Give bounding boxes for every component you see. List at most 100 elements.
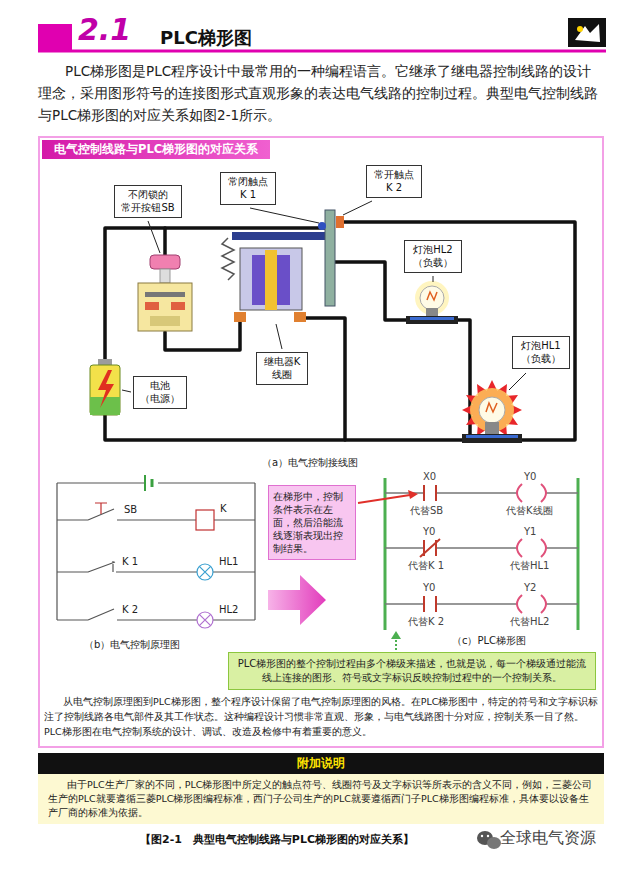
callout-text: 继电器K 线圈 (260, 356, 304, 381)
battery (98, 370, 114, 408)
wires (163, 228, 167, 256)
ladder (420, 539, 440, 557)
leader-lines (343, 201, 372, 215)
relay (336, 216, 344, 228)
callout-box: 继电器K 线圈 (256, 352, 308, 385)
schematic (197, 564, 213, 580)
wires (105, 222, 575, 440)
lamp-hl2 (426, 308, 438, 316)
ladder (577, 478, 580, 630)
callout-text: 灯泡HL1 （负载） (516, 340, 566, 365)
panel-frame: 电气控制线路与PLC梯形图的对应关系不闭锁的 常开按钮SB 常闭触点 K 1 常开触… (38, 136, 604, 748)
push-button (150, 255, 180, 269)
replace-label: 代替SB (410, 504, 443, 518)
ladder (384, 478, 387, 630)
figure-label: （c）PLC梯形图 (452, 634, 526, 648)
relay (265, 250, 277, 310)
part-name: K (220, 503, 227, 514)
relay (234, 312, 246, 322)
note-box: 在梯形中，控制条件表示在左面，然后沿能流线逐渐表现出控制结果。 (268, 485, 356, 560)
note-text: 在梯形中，控制条件表示在左面，然后沿能流线逐渐表现出控制结果。 (273, 490, 351, 555)
address-label: Y0 (423, 526, 435, 537)
callout-text: 不闭锁的 常开按钮SB (118, 189, 178, 214)
callout-box: 不闭锁的 常开按钮SB (114, 185, 182, 218)
leader-lines (148, 221, 160, 253)
wires (456, 320, 470, 440)
lamp-hl2 (406, 316, 458, 324)
callout-box: 常开触点 K 2 (366, 165, 422, 198)
lamp-hl1 (479, 397, 505, 423)
part-name: HL2 (219, 604, 238, 615)
callout-text: 电池 （电源） (137, 380, 183, 405)
callout-arrow (395, 638, 397, 650)
appendix-heading: 附加说明 (38, 753, 604, 774)
wechat-icon (481, 835, 483, 837)
replace-label: 代替HL1 (510, 559, 549, 573)
appendix-body: 由于PLC生产厂家的不同，PLC梯形图中所定义的触点符号、线圈符号及文字标识等所… (38, 774, 604, 824)
address-label: X0 (423, 471, 436, 482)
leader-lines (276, 324, 282, 349)
schematic (151, 479, 154, 487)
note-box: PLC梯形图的整个控制过程由多个梯级来描述，也就是说，每一个梯级通过能流线上连接… (228, 652, 596, 690)
replace-label: 代替HL2 (510, 615, 549, 629)
callout-text: 灯泡HL2 （负载） (408, 244, 458, 269)
lamp-hl2 (420, 286, 444, 310)
relay (294, 312, 306, 322)
lamp-hl1 (462, 380, 522, 440)
callout-box: 灯泡HL1 （负载） (512, 336, 570, 369)
ladder (517, 539, 546, 557)
lamp-hl2 (406, 281, 458, 324)
schematic (57, 475, 255, 628)
page-header (577, 26, 583, 32)
wires (105, 222, 575, 440)
replace-label: 代替K 1 (408, 559, 444, 573)
relay (325, 210, 335, 306)
address-label: Y0 (524, 471, 536, 482)
schematic (199, 566, 210, 577)
schematic (197, 612, 213, 628)
lamp-hl2 (427, 292, 437, 300)
replace-label: 代替K 2 (408, 615, 444, 629)
intro-paragraph: PLC梯形图是PLC程序设计中最常用的一种编程语言。它继承了继电器控制线路的设计… (38, 60, 605, 126)
lamp-hl1 (462, 434, 522, 443)
figure-label: （a）电气控制接线图 (262, 456, 358, 470)
schematic (95, 503, 107, 514)
figure-caption: 【图2-1 典型电气控制线路与PLC梯形图的对应关系】 (140, 832, 414, 847)
ladder (517, 484, 546, 502)
leader-lines (433, 276, 434, 282)
wires (335, 262, 408, 320)
lamp-hl1 (485, 422, 499, 434)
push-button (138, 255, 192, 331)
callout-text: 常闭触点 K 1 (224, 176, 272, 201)
push-button (145, 292, 185, 297)
leader-lines (250, 208, 319, 223)
ladder (385, 547, 578, 549)
callout-arrow (391, 631, 401, 639)
push-button (171, 302, 185, 310)
part-name: K 2 (122, 604, 138, 615)
lamp-hl1 (486, 403, 497, 412)
ladder (385, 478, 578, 630)
push-button (138, 283, 192, 331)
callout-box: 常闭触点 K 1 (220, 172, 276, 205)
part-name: K 1 (122, 556, 138, 567)
replace-label: 代替K线圈 (506, 504, 553, 518)
part-name: SB (124, 504, 137, 515)
callout-box: 灯泡HL2 （负载） (404, 240, 462, 273)
relay (240, 248, 302, 310)
wechat-icon (487, 837, 501, 849)
callout-arrow (408, 490, 418, 499)
address-label: Y2 (524, 582, 536, 593)
page-header (38, 24, 72, 50)
watermark: 全球电气资源 (500, 828, 596, 849)
page-header (38, 50, 606, 53)
relay (222, 238, 234, 280)
section-number: 2.1 (78, 12, 131, 47)
panel-header: 电气控制线路与PLC梯形图的对应关系 (42, 140, 270, 159)
relay (318, 222, 326, 230)
push-button (160, 269, 170, 283)
leader-lines (122, 201, 526, 392)
callout-text: 常开触点 K 2 (370, 169, 418, 194)
schematic (196, 510, 214, 530)
